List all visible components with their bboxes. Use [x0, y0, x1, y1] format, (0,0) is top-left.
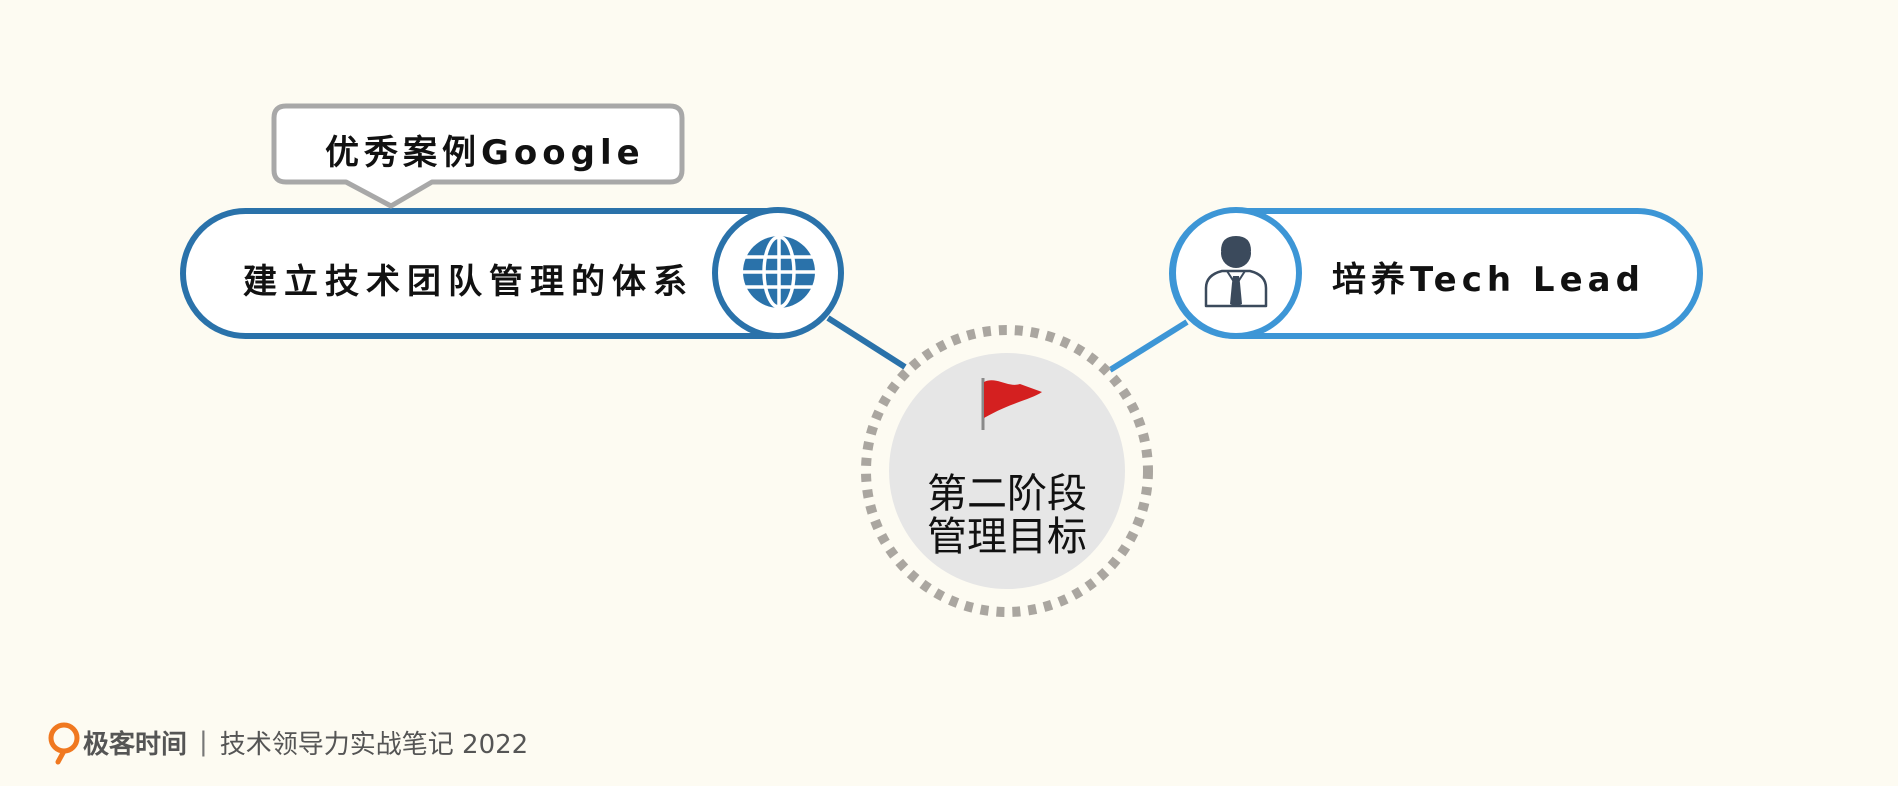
footer: 极客时间 | 技术领导力实战笔记 2022 — [47, 722, 528, 762]
right-connector-line — [1108, 319, 1189, 373]
footer-brand: 极客时间 — [83, 729, 188, 760]
geektime-logo-icon — [48, 722, 80, 765]
callout-label: 优秀案例Google — [325, 133, 645, 173]
right-goal-label: 培养Tech Lead — [1332, 260, 1645, 300]
red-flag-icon — [981, 378, 1042, 430]
footer-course: 技术领导力实战笔记 2022 — [219, 729, 529, 760]
center-node — [889, 353, 1125, 589]
person-tie-icon — [1204, 236, 1268, 308]
center-title-line1: 第二阶段 — [927, 471, 1087, 517]
center-dotted-ring — [861, 325, 1153, 617]
left-connector-line — [826, 315, 907, 370]
center-title-line2: 管理目标 — [927, 514, 1087, 560]
globe-icon — [743, 235, 815, 309]
left-goal-label: 建立技术团队管理的体系 — [243, 262, 694, 302]
footer-separator: | — [199, 727, 208, 757]
callout-bubble — [271, 103, 685, 209]
